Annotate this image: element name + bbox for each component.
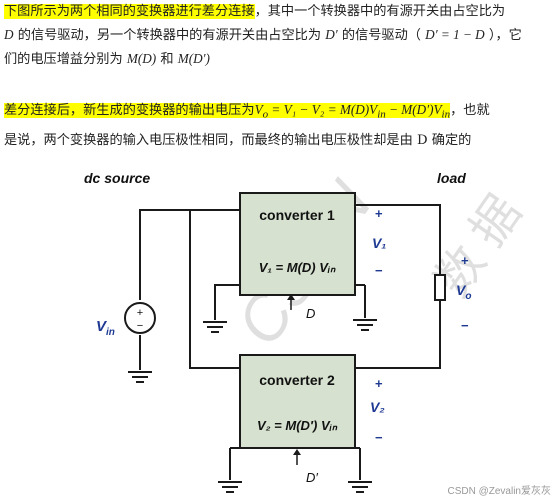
converter-1-title: converter 1 — [259, 207, 335, 223]
p1-dprime-eq: D′ = 1 − D — [425, 27, 485, 42]
source-minus: − — [137, 320, 143, 332]
v1-minus: − — [375, 263, 383, 278]
wire-c1-gnd-conn — [214, 284, 240, 295]
p2-formula: Vo = V₁ − V₂ = M(D)Vin − M(D′)Vin — [254, 102, 451, 121]
dprime-label: D′ — [306, 470, 318, 485]
p2-formula-mid: − M(D′)V — [385, 102, 442, 117]
wire-c1-out — [355, 204, 441, 275]
p1-mdprime: M(D′) — [177, 51, 210, 66]
converter-1-box — [239, 192, 356, 296]
v2-plus: + — [375, 376, 383, 391]
paragraph-2: 差分连接后，新生成的变换器的输出电压为Vo = V₁ − V₂ = M(D)Vi… — [4, 100, 552, 151]
p1-text-f: ），它 — [484, 28, 522, 43]
load-resistor-icon — [434, 274, 446, 301]
wire-mid — [189, 210, 240, 369]
d-label: D — [306, 306, 315, 321]
wire-top — [139, 209, 240, 300]
vo-minus: − — [461, 318, 469, 333]
vin-label: Vin — [96, 318, 115, 338]
dprime-arrow-head-icon — [293, 449, 301, 455]
d-arrow-head-icon — [287, 294, 295, 300]
p1-text-b: 的信号驱动，另一个转换器中的有源开关由占空比为 — [13, 28, 326, 43]
p1-dprime: D′ — [325, 27, 338, 42]
vo-plus: + — [461, 253, 469, 268]
p2-in1: in — [377, 108, 386, 121]
wires — [139, 204, 441, 480]
p1-text-d: 的信号驱动（ — [337, 28, 426, 43]
v1-plus: + — [375, 206, 383, 221]
p1-highlight: 下图所示为两个相同的变换器进行差分连接 — [4, 4, 255, 19]
ground-symbols — [128, 319, 377, 493]
watermark-text: CSDN @Zevalin爱灰灰 — [447, 484, 551, 497]
v2-label: V₂ — [370, 399, 385, 415]
voltage-source-icon — [124, 302, 156, 334]
vo-label: Vo — [456, 282, 471, 302]
p2-line1: 差分连接后，新生成的变换器的输出电压为Vo = V₁ − V₂ = M(D)Vi… — [4, 100, 552, 125]
converter-2-box — [239, 354, 356, 449]
converter-2-equation: V₂ = M(D′) Vᵢₙ — [257, 418, 338, 433]
p2-formula-rest: = V₁ − V₂ = M(D)V — [268, 102, 378, 117]
p1-text-3c: 和 — [156, 52, 178, 67]
load-label: load — [437, 170, 466, 186]
converter-2-title: converter 2 — [259, 372, 335, 388]
p1-line1: 下图所示为两个相同的变换器进行差分连接，其中一个转换器中的有源开关由占空比为 — [4, 2, 552, 22]
source-plus: + — [137, 307, 143, 319]
p2-vo: V — [254, 102, 263, 117]
v2-minus: − — [375, 430, 383, 445]
v1-label: V₁ — [372, 235, 386, 251]
p2-after: ，也就 — [450, 103, 490, 118]
p2-highlight-text: 差分连接后，新生成的变换器的输出电压为 — [4, 103, 255, 118]
p1-md: M(D) — [126, 51, 157, 66]
p1-line3: 们的电压增益分别为 M(D) 和 M(D′) — [4, 49, 552, 70]
p2-highlight: 差分连接后，新生成的变换器的输出电压为Vo = V₁ − V₂ = M(D)Vi… — [4, 102, 451, 121]
p2-line2: 是说，两个变换器的输入电压极性相同，而最终的输出电压极性却是由 D 确定的 — [4, 132, 472, 148]
p1-d: D — [4, 27, 14, 42]
dc-source-label: dc source — [84, 170, 150, 186]
paragraph-1: 下图所示为两个相同的变换器进行差分连接，其中一个转换器中的有源开关由占空比为 D… — [4, 2, 552, 70]
p1-line1-rest: ，其中一个转换器中的有源开关由占空比为 — [254, 4, 506, 19]
p1-line2: D 的信号驱动，另一个转换器中的有源开关由占空比为 D′ 的信号驱动（ D′ =… — [4, 25, 552, 46]
p2-vo-sub: o — [262, 108, 269, 121]
converter-1-equation: V₁ = M(D) Vᵢₙ — [259, 260, 336, 275]
wire-c2-out — [355, 300, 441, 369]
p2-in2: in — [441, 108, 451, 121]
p1-text-3a: 们的电压增益分别为 — [4, 52, 127, 67]
